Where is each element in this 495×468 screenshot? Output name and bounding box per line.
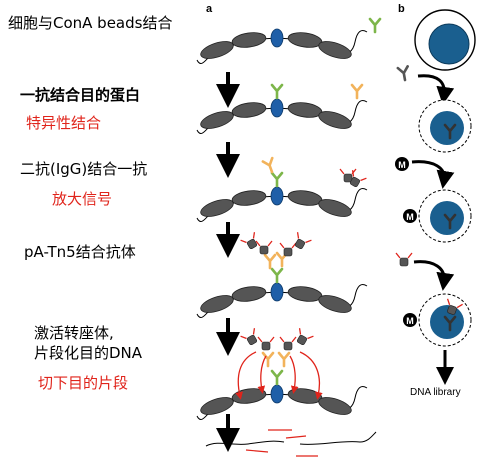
panel-b-cell-1 <box>414 9 476 71</box>
step4-label: pA-Tn5结合抗体 <box>24 243 136 261</box>
step1-chromatin <box>196 28 368 65</box>
step2-sublabel: 特异性结合 <box>26 114 102 132</box>
step5-chromatin <box>196 327 368 421</box>
m-label-1: M <box>398 160 406 170</box>
panel-b-antibody-arrow <box>396 65 455 105</box>
step1-free-antibody <box>368 17 382 34</box>
step4-chromatin <box>196 231 368 319</box>
step1-label: 细胞与ConA beads结合 <box>8 14 173 32</box>
step2-chromatin <box>196 83 368 135</box>
dna-library-label: DNA library <box>410 387 461 398</box>
dna-fragments <box>205 429 377 457</box>
step5-sublabel: 切下目的片段 <box>38 374 129 392</box>
panel-a-letter: a <box>206 3 213 15</box>
step2-free-secondary-antibody <box>350 83 364 100</box>
step5-label-line1: 激活转座体, <box>34 324 114 342</box>
panel-b-cell-2 <box>418 99 472 153</box>
step2-label: 一抗结合目的蛋白 <box>20 86 141 104</box>
panel-b-tn5-arrow <box>395 252 455 291</box>
step3-chromatin <box>196 156 368 223</box>
panel-b-cell-4 <box>403 293 472 347</box>
panel-b-cell-3 <box>403 189 472 243</box>
step3-sublabel: 放大信号 <box>52 190 113 208</box>
panel-b-letter: b <box>398 3 405 15</box>
step3-free-tn5 <box>339 168 368 191</box>
step3-label: 二抗(IgG)结合一抗 <box>20 160 148 178</box>
m-label-3: M <box>406 316 414 326</box>
step5-label-line2: 片段化目的DNA <box>34 344 143 362</box>
panel-b-m-arrow-1 <box>395 157 455 189</box>
m-label-2: M <box>406 212 414 222</box>
